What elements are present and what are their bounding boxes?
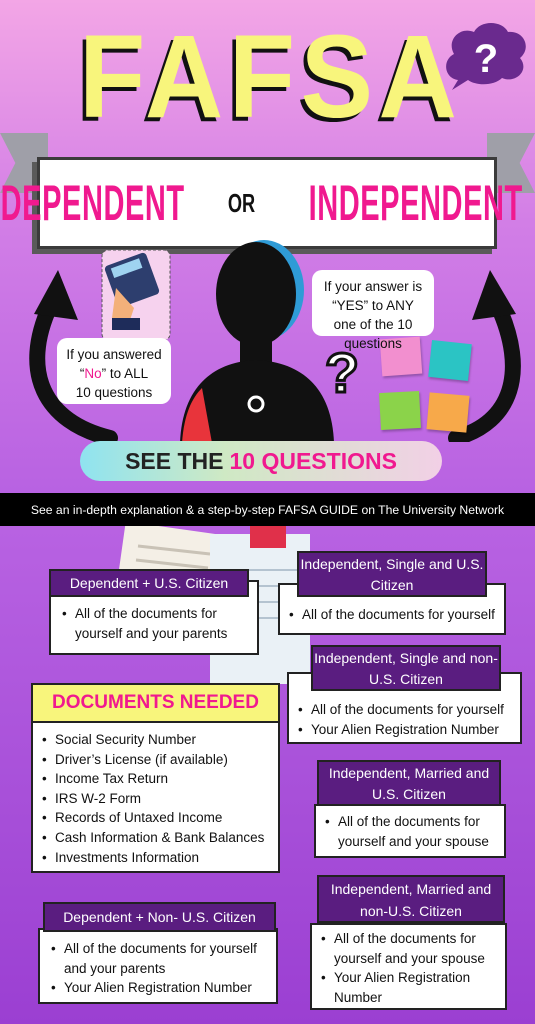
list-item: Cash Information & Bank Balances [37, 828, 277, 848]
card-independent-single-us: Independent, Single and U.S. Citizen All… [278, 551, 506, 635]
banner-independent: INDEPENDENT [308, 175, 523, 231]
list-item: All of the documents for yourself [284, 605, 504, 625]
list-item: All of the documents for yourself and yo… [46, 939, 276, 978]
see-questions-button[interactable]: SEE THE 10 QUESTIONS [80, 441, 442, 481]
card-title: Dependent + Non- U.S. Citizen [43, 902, 276, 932]
page-title: FAFSA [79, 11, 463, 143]
list-item: All of the documents for yourself and yo… [320, 812, 504, 851]
see-questions-highlight: 10 QUESTIONS [229, 447, 397, 474]
curved-arrow-right-icon [448, 270, 521, 442]
list-item: Your Alien Registration Number [316, 968, 506, 1007]
bubble-left-line1: If you answered [66, 347, 162, 362]
card-title: Independent, Single and U.S. Citizen [297, 551, 487, 597]
banner-dependent: DEPENDENT [0, 175, 185, 231]
card-title: Independent, Married and non-U.S. Citize… [317, 875, 505, 923]
list-item: All of the documents for yourself and yo… [57, 604, 252, 643]
list-item: Your Alien Registration Number [46, 978, 276, 998]
documents-needed-title: DOCUMENTS NEEDED [31, 683, 280, 723]
silhouette-icon [180, 240, 334, 443]
card-independent-single-nonus: Independent, Single and non-U.S. Citizen… [287, 645, 522, 744]
card-independent-married-us: Independent, Married and U.S. Citizen Al… [314, 760, 506, 858]
calculator-hand-icon [101, 249, 171, 341]
curved-arrow-left-icon [29, 270, 118, 442]
card-dependent-us: Dependent + U.S. Citizen All of the docu… [49, 569, 259, 655]
banner-or: OR [227, 187, 255, 218]
list-item: Driver’s License (if available) [37, 750, 277, 770]
bubble-left-rest: ” to ALL [101, 366, 149, 381]
card-dependent-nonus: Dependent + Non- U.S. Citizen All of the… [38, 902, 278, 1004]
list-item: IRS W-2 Form [37, 789, 277, 809]
guide-link[interactable]: See an in-depth explanation & a step-by-… [0, 493, 535, 526]
card-title: Independent, Married and U.S. Citizen [317, 760, 501, 806]
list-item: Your Alien Registration Number [293, 720, 521, 740]
see-questions-prefix: SEE THE [125, 447, 224, 474]
dependency-banner: DEPENDENT OR INDEPENDENT [1, 157, 522, 249]
list-item: All of the documents for yourself and yo… [316, 929, 506, 968]
bubble-no-word: No [84, 366, 102, 381]
question-bubble-icon: ? [446, 23, 526, 90]
bubble-left-line2: “No” to ALL [65, 364, 163, 383]
list-item: Social Security Number [37, 730, 277, 750]
card-documents-needed: DOCUMENTS NEEDED Social Security Number … [31, 683, 280, 873]
hero-section: FAFSA ? DEPENDENT OR INDEPENDENT [0, 0, 535, 493]
list-item: Income Tax Return [37, 769, 277, 789]
bubble-yes-to-any: If your answer is “YES” to ANY one of th… [312, 270, 434, 351]
svg-text:?: ? [474, 37, 498, 81]
bubble-no-to-all: If you answered “No” to ALL 10 questions [57, 338, 171, 404]
card-independent-married-nonus: Independent, Married and non-U.S. Citize… [310, 875, 507, 1010]
list-item: Records of Untaxed Income [37, 808, 277, 828]
card-title: Dependent + U.S. Citizen [49, 569, 249, 597]
list-item: All of the documents for yourself [293, 700, 521, 720]
card-title: Independent, Single and non-U.S. Citizen [311, 645, 501, 691]
question-mark-icon: ? [323, 342, 360, 400]
bubble-left-line3: 10 questions [75, 385, 153, 400]
quote-open: “ [79, 366, 85, 381]
list-item: Investments Information [37, 848, 277, 868]
svg-text:?: ? [325, 342, 359, 400]
